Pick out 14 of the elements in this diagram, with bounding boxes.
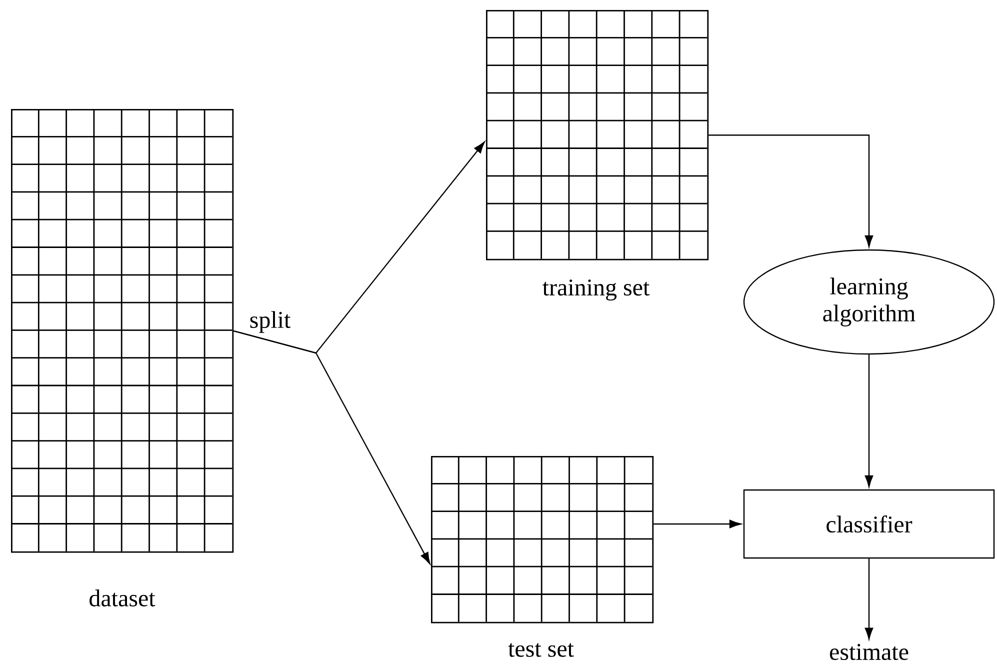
output-text: estimate — [830, 644, 908, 660]
arrow — [864, 558, 874, 640]
edge-label: split — [248, 310, 292, 334]
data-grid — [431, 456, 654, 624]
grid-caption: dataset — [90, 590, 156, 606]
data-grid — [11, 109, 234, 553]
arrow — [654, 520, 742, 528]
grid-caption: test set — [508, 643, 574, 657]
data-grid — [486, 10, 709, 260]
arrow — [233, 330, 430, 564]
arrow — [864, 354, 874, 488]
grid-caption: training set — [542, 279, 650, 301]
process-box: classifier — [743, 489, 995, 559]
arrow — [708, 134, 874, 248]
